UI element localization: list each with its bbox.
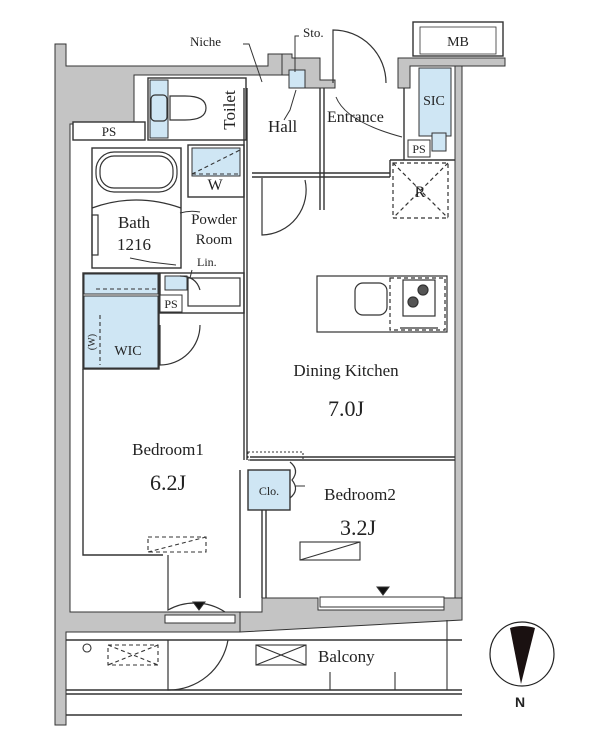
storage-fill — [288, 69, 306, 89]
storage-label: Sto. — [303, 25, 324, 40]
doors — [159, 29, 387, 691]
hall-door — [261, 178, 307, 236]
aircon-1 — [147, 536, 207, 553]
washer-pan — [191, 147, 241, 177]
balcony-door — [167, 639, 229, 691]
linen-fill — [164, 275, 188, 291]
kitchen-counter — [316, 275, 448, 333]
drain — [82, 643, 92, 653]
bathtub — [91, 151, 182, 256]
toilet-label: Toilet — [220, 90, 239, 130]
outdoor-unit — [107, 644, 159, 666]
closet-label: Clo. — [259, 484, 279, 498]
dining-kitchen-size: 7.0J — [328, 396, 365, 421]
balcony-wall — [239, 597, 463, 633]
compass-needle-icon — [510, 626, 535, 684]
compass: N — [489, 621, 555, 710]
sic-label: SIC — [423, 94, 445, 109]
window-arrow-2 — [376, 586, 390, 596]
dining-kitchen-label: Dining Kitchen — [293, 361, 399, 380]
mb-box: MB — [412, 21, 504, 57]
niche-label: Niche — [190, 34, 221, 49]
bedroom2-label: Bedroom2 — [324, 485, 396, 504]
entrance-door — [332, 29, 387, 84]
labels: Niche Sto. Toilet Hall Entrance SIC PS R… — [87, 25, 445, 666]
top-wall-entrance — [397, 57, 506, 89]
hall-label: Hall — [268, 117, 298, 136]
bedroom2-size: 3.2J — [340, 515, 377, 540]
aircon-2 — [299, 541, 361, 561]
entrance-label: Entrance — [327, 109, 384, 126]
closet-door — [289, 461, 297, 499]
misc-markers — [82, 451, 448, 690]
wic-fill — [83, 295, 159, 369]
powder-vanity — [179, 275, 241, 307]
wic-shelf — [83, 273, 159, 295]
window-arrow-1 — [192, 601, 206, 611]
ps-boxes — [159, 139, 431, 313]
ps-top-left-label: PS — [102, 124, 116, 139]
wic-label: WIC — [114, 344, 141, 359]
balcony-label: Balcony — [318, 647, 375, 666]
toilet-fixture — [150, 94, 207, 122]
ps-entrance-label: PS — [412, 142, 425, 156]
wic-door — [159, 324, 201, 366]
windows — [164, 586, 445, 624]
bedroom1-label: Bedroom1 — [132, 440, 204, 459]
bath-size: 1216 — [117, 235, 151, 254]
sic-fill — [418, 67, 452, 137]
ps-powder-label: PS — [164, 297, 177, 311]
refrigerator-space — [392, 162, 449, 219]
powder-room-label-1: Powder — [191, 212, 237, 228]
leader-lines — [129, 35, 403, 487]
bedroom1-size: 6.2J — [150, 470, 187, 495]
right-wall — [454, 65, 463, 606]
washer-diagonal — [96, 149, 241, 365]
linen-label: Lin. — [197, 255, 217, 269]
sic-small-fill — [431, 132, 447, 152]
hatch — [255, 644, 307, 666]
compass-north-label: N — [515, 694, 525, 710]
wic-w-label: (W) — [87, 334, 98, 350]
bath-label: Bath — [118, 213, 151, 232]
wet-areas — [83, 67, 452, 369]
refrigerator-label: R — [415, 184, 426, 201]
mb-label: MB — [447, 35, 469, 50]
exterior-walls — [54, 43, 506, 726]
powder-room-label-2: Room — [196, 232, 233, 248]
washer-label: W — [207, 177, 223, 194]
